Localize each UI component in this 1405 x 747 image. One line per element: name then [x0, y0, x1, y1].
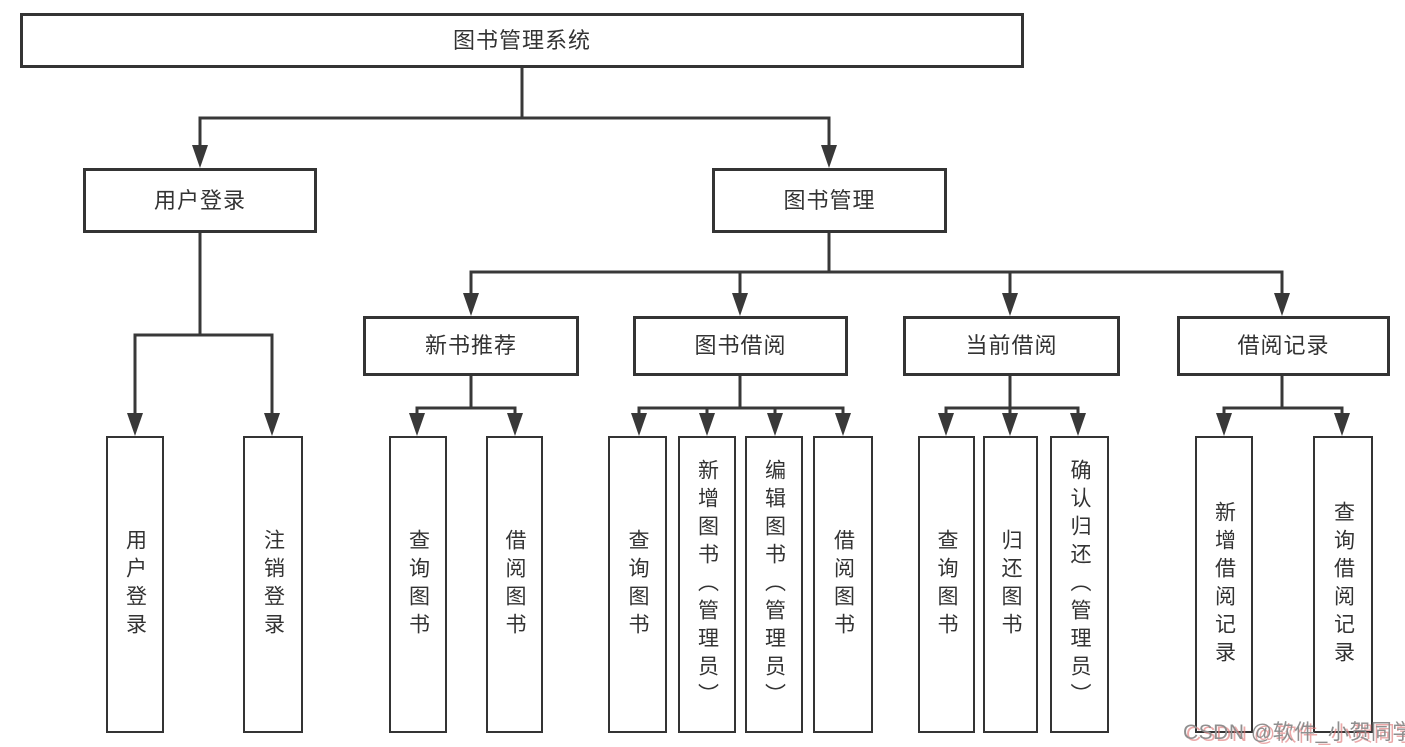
leaf-current-query-books: 查询图书: [918, 436, 975, 733]
node-book-borrowing: 图书借阅: [633, 316, 848, 376]
arrowhead: [1002, 413, 1018, 436]
leaf-recommend-borrow-books: 借阅图书: [486, 436, 543, 733]
leaf-records-add-record: 新增借阅记录: [1195, 436, 1253, 733]
leaf-recommend-query-books: 查询图书: [389, 436, 447, 733]
arrowhead: [192, 145, 208, 168]
arrowhead: [938, 413, 954, 436]
leaf-borrowing-edit-books-admin: 编辑图书（管理员）: [745, 436, 803, 733]
arrowhead: [835, 413, 851, 436]
node-borrowing-records: 借阅记录: [1177, 316, 1390, 376]
arrowhead: [463, 293, 479, 316]
node-current-borrowing: 当前借阅: [903, 316, 1120, 376]
leaf-current-return-books: 归还图书: [983, 436, 1038, 733]
arrowhead: [1216, 413, 1232, 436]
connector-path: [133, 66, 1344, 417]
leaf-borrowing-borrow-books: 借阅图书: [813, 436, 873, 733]
leaf-borrowing-add-books-admin: 新增图书（管理员）: [678, 436, 736, 733]
node-library-management-system: 图书管理系统: [20, 13, 1024, 68]
arrowhead: [507, 413, 523, 436]
node-user-login: 用户登录: [83, 168, 317, 233]
arrowhead: [409, 413, 425, 436]
arrowhead: [1334, 413, 1350, 436]
arrowhead: [1070, 413, 1086, 436]
arrowhead: [821, 145, 837, 168]
leaf-logout: 注销登录: [243, 436, 303, 733]
leaf-records-query-record: 查询借阅记录: [1313, 436, 1373, 733]
arrowhead: [631, 413, 647, 436]
arrowhead: [699, 413, 715, 436]
leaf-current-confirm-return-admin: 确认归还（管理员）: [1050, 436, 1109, 733]
arrowhead: [767, 413, 783, 436]
watermark: CSDN @软件_小贺同学: [1183, 721, 1405, 744]
arrowhead: [1274, 293, 1290, 316]
arrowhead: [1002, 293, 1018, 316]
arrowhead: [732, 293, 748, 316]
arrowhead: [264, 413, 280, 436]
arrowhead: [127, 413, 143, 436]
node-new-book-recommend: 新书推荐: [363, 316, 579, 376]
leaf-user-login: 用户登录: [106, 436, 164, 733]
node-book-management: 图书管理: [712, 168, 947, 233]
leaf-borrowing-query-books: 查询图书: [608, 436, 667, 733]
